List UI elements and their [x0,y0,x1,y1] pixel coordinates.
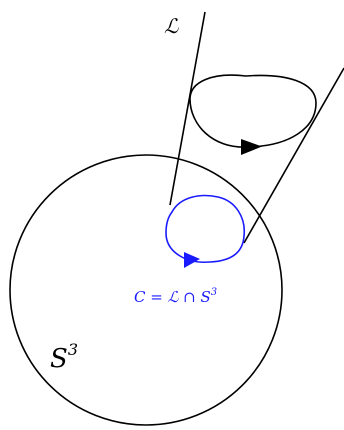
intersection-loop-arrow [184,252,200,268]
intersection-label: C = ℒ ∩ S3 [134,287,217,306]
sphere-s3-exponent: 3 [68,340,78,359]
sphere-s3-circle [9,154,283,426]
line-l-right-edge [243,67,344,244]
upper-loop-arrow [241,139,262,155]
upper-loop [189,74,317,148]
sphere-s3-label: S3 [50,340,78,374]
line-l-label: ℒ [164,14,179,38]
line-l-left-edge [169,11,206,206]
sphere-s3-letter: S [50,344,68,374]
intersection-label-main: C = ℒ ∩ S [134,288,211,306]
intersection-label-exponent: 3 [211,287,217,298]
intersection-loop-c [165,194,245,263]
